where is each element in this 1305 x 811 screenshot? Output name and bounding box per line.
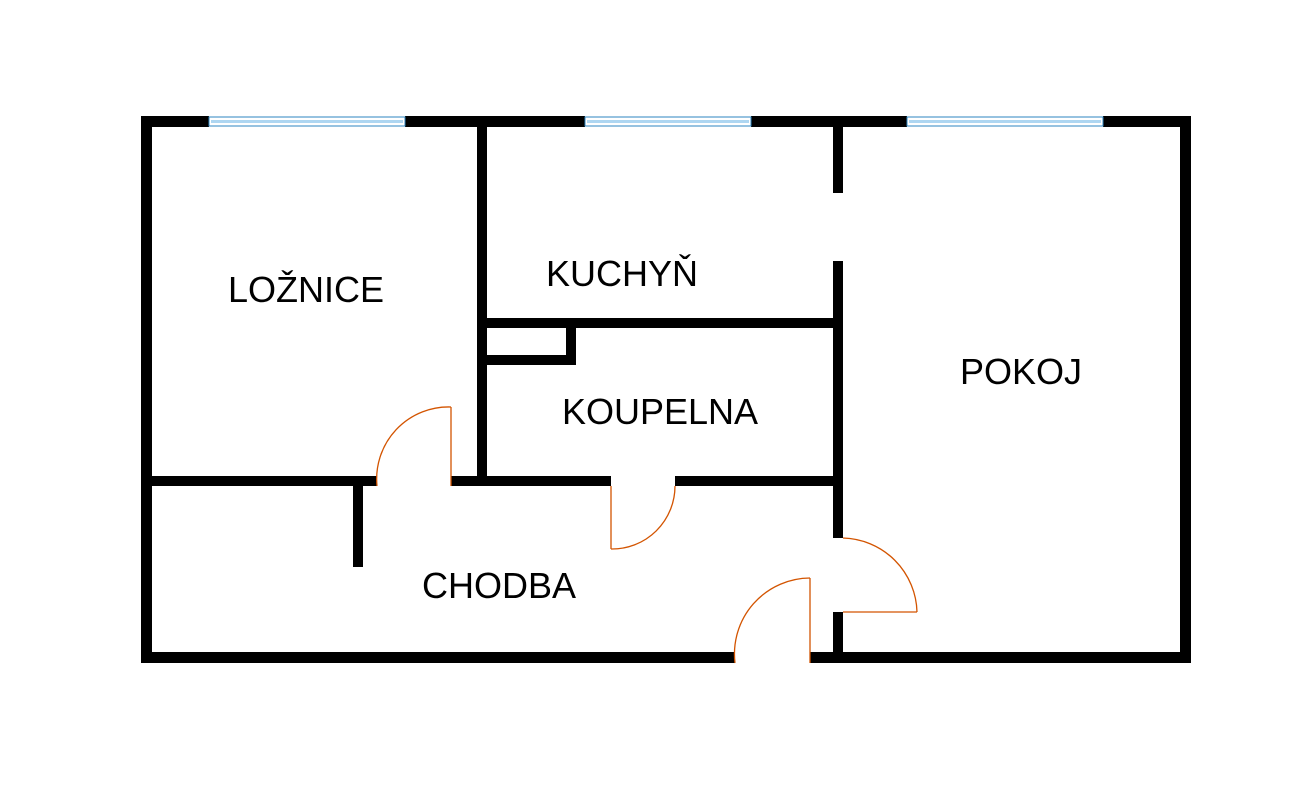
wall-kuchyn-pokoj-upper [833, 116, 843, 193]
door-pokoj [842, 537, 918, 613]
exterior-wall-right [1180, 116, 1191, 663]
door-loznice [376, 406, 452, 487]
wall-koupelna-niche-bottom [477, 355, 576, 365]
windows [208, 116, 1104, 127]
wall-chodba-stub [353, 476, 363, 567]
exterior-wall-bottom-left [141, 652, 735, 663]
window-kuchyn [584, 116, 752, 127]
doors [376, 406, 918, 664]
door-entrance [733, 577, 811, 664]
room-label-pokoj: POKOJ [960, 351, 1082, 392]
wall-koupelna-niche-side [566, 318, 576, 365]
room-label-chodba: CHODBA [422, 565, 576, 606]
exterior-wall-top-left [141, 116, 209, 127]
room-label-koupelna: KOUPELNA [562, 391, 758, 432]
wall-pokoj-chodba-lower [833, 612, 843, 663]
exterior-wall-top-mid1 [405, 116, 585, 127]
interior-walls [141, 116, 843, 663]
door-koupelna [610, 485, 676, 550]
exterior-walls [141, 116, 1191, 663]
exterior-wall-bottom-right [810, 652, 1191, 663]
room-label-kuchyn: KUCHYŇ [546, 253, 698, 294]
exterior-wall-left [141, 116, 152, 663]
exterior-wall-top-mid2 [751, 116, 907, 127]
window-loznice [208, 116, 406, 127]
window-pokoj [906, 116, 1104, 127]
wall-kuchyn-koupelna [477, 318, 843, 328]
room-label-loznice: LOŽNICE [228, 269, 384, 310]
wall-chodba-top-2 [451, 476, 611, 486]
room-labels: LOŽNICE KUCHYŇ POKOJ KOUPELNA CHODBA [228, 253, 1082, 606]
wall-kuchyn-pokoj-lower [833, 261, 843, 486]
exterior-wall-top-right [1103, 116, 1191, 127]
wall-loznice-kuchyn [477, 116, 487, 486]
wall-chodba-top-1 [141, 476, 377, 486]
wall-chodba-top-3 [675, 476, 843, 486]
wall-pokoj-chodba-upper [833, 486, 843, 538]
